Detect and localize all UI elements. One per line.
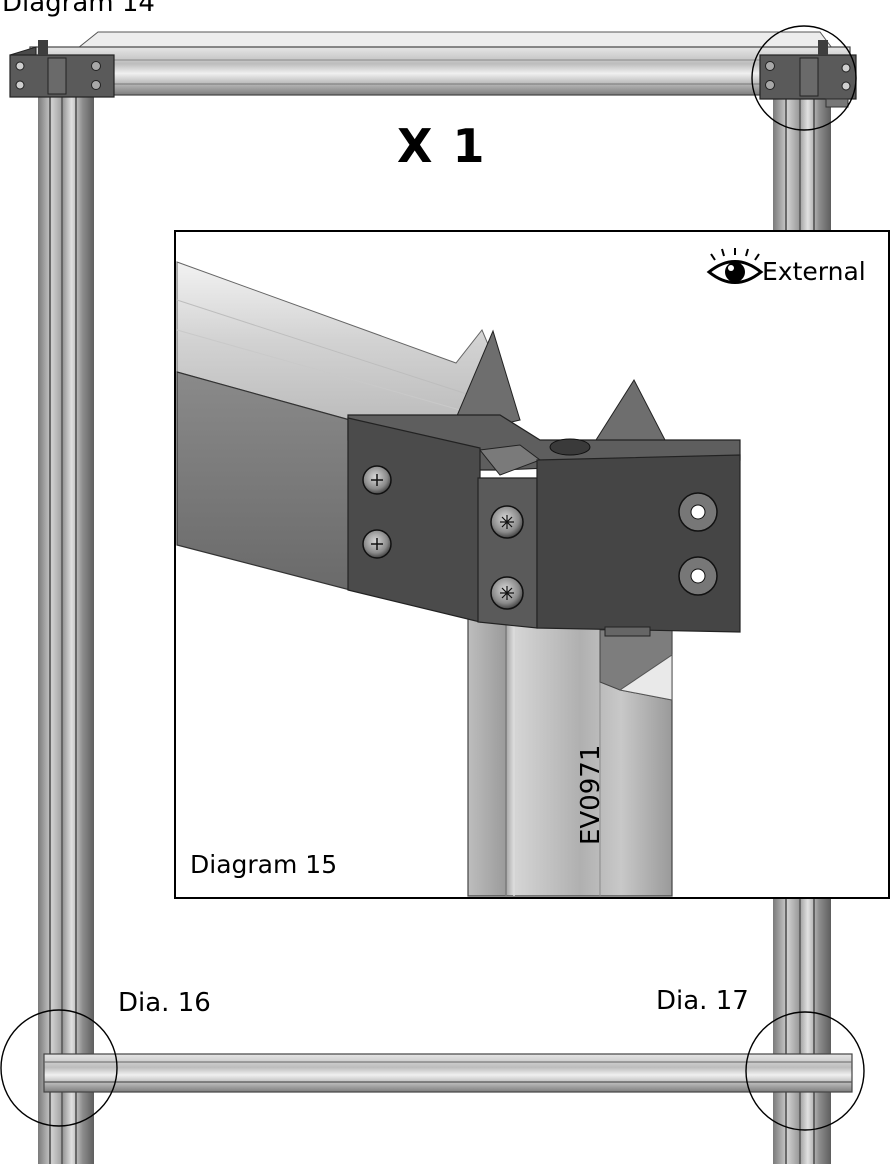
- bottom-rail: [43, 1053, 853, 1093]
- dia-16-label: Dia. 16: [118, 988, 211, 1018]
- callout-circle-dia17: [745, 1011, 865, 1131]
- screw: [490, 505, 524, 539]
- screw: [490, 576, 524, 610]
- top-right-bracket: [759, 40, 857, 108]
- bolt-hole: [678, 556, 718, 596]
- screw: [362, 465, 392, 495]
- callout-circle-dia16: [0, 1009, 118, 1127]
- eye-icon: [706, 248, 764, 284]
- top-left-bracket: [9, 40, 115, 98]
- diagram-15-label: Diagram 15: [190, 850, 338, 879]
- diagram-14-label: Diagram 14: [2, 0, 155, 18]
- part-code-label: EV0971: [576, 744, 606, 845]
- screw: [362, 529, 392, 559]
- callout-circle-top-right: [751, 25, 857, 131]
- inset-detail: [174, 230, 890, 899]
- corner-bracket: [347, 329, 741, 637]
- top-rail-ridge: [76, 31, 833, 49]
- dia-17-label: Dia. 17: [656, 986, 749, 1016]
- bolt-hole: [678, 492, 718, 532]
- left-post: [38, 70, 94, 1164]
- quantity-label: X 1: [397, 119, 487, 173]
- external-label: External: [762, 257, 866, 286]
- top-rail: [29, 46, 851, 96]
